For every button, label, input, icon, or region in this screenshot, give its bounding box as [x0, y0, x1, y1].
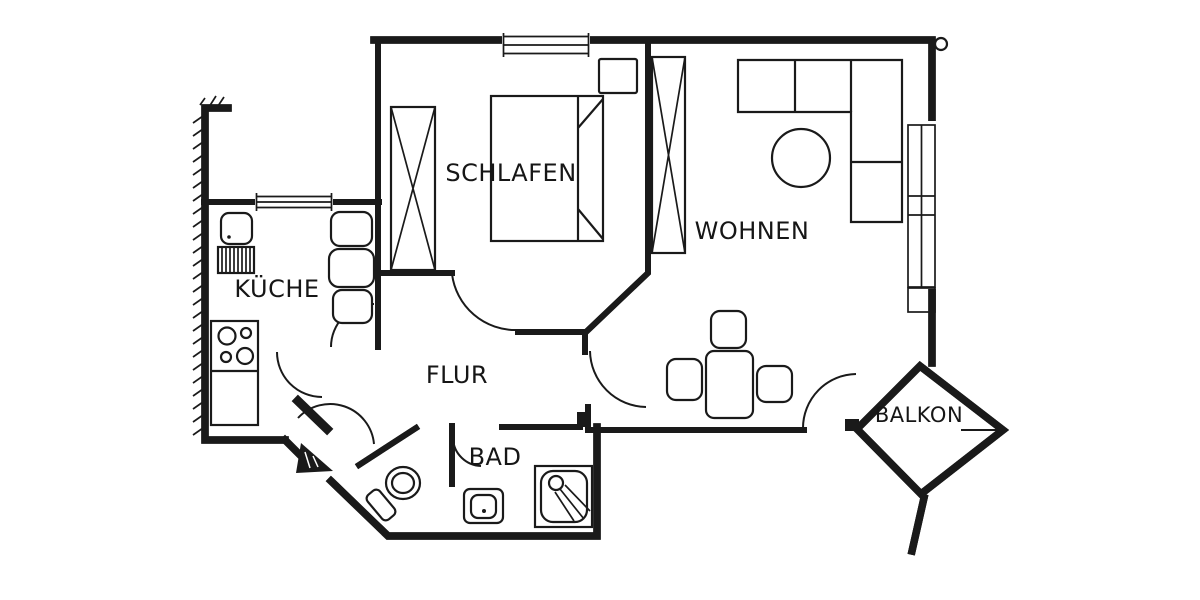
bed-pillow-folds — [576, 96, 604, 241]
burner-icon — [239, 326, 253, 340]
room-label-kueche: KÜCHE — [234, 274, 319, 303]
washbasin-inner — [469, 493, 498, 520]
room-label-wohnen: WOHNEN — [695, 217, 810, 245]
kitchen-door-arc — [276, 351, 323, 398]
bedroom-window-icon — [502, 33, 590, 57]
wall-cavity — [285, 440, 299, 454]
entrance-door-arc — [297, 403, 375, 445]
wall-hatched-stub — [291, 394, 334, 436]
toilet-icon — [384, 465, 422, 501]
living-room-furniture — [650, 55, 904, 420]
wardrobe-x-lines — [390, 106, 436, 271]
exterior-hatch-ticks — [192, 95, 225, 436]
entrance-triangle-hatch — [304, 451, 319, 469]
bathroom-door-arc — [452, 438, 482, 467]
nightstand-icon — [597, 57, 639, 95]
jamb-block-bath — [577, 412, 590, 427]
right-window-mullions — [908, 125, 935, 287]
wardrobe-x-lines — [651, 56, 686, 254]
dining-table-icon — [704, 349, 755, 420]
burner-icon — [217, 326, 237, 346]
jamb-block-balcony — [845, 419, 859, 431]
kitchen-window-icon — [255, 193, 333, 211]
kitchen-seat-icon — [329, 210, 374, 248]
wall-cavity — [912, 498, 924, 551]
corner-post-icon — [933, 36, 949, 52]
room-label-balkon: BALKON — [875, 403, 963, 427]
windows — [255, 32, 941, 313]
room-labels: SCHLAFEN WOHNEN KÜCHE FLUR BAD BALKON — [234, 159, 963, 471]
kitchen-drainer-icon — [216, 245, 256, 275]
wall-cavity — [518, 332, 585, 352]
entrance-marker — [296, 443, 333, 473]
shower-head — [547, 474, 565, 492]
right-wall-pier — [907, 287, 936, 313]
toilet-cistern — [365, 488, 397, 522]
balcony-details — [933, 36, 1000, 431]
living-room-door-arc — [589, 350, 647, 408]
drainer-hatch-lines — [221, 248, 251, 272]
chair-icon — [665, 357, 704, 402]
cistern-icon — [365, 488, 397, 522]
room-label-schlafen: SCHLAFEN — [445, 159, 576, 187]
room-label-bad: BAD — [469, 443, 522, 471]
shower-spray-lines — [554, 484, 591, 522]
wall-cavity — [359, 428, 416, 465]
washbasin-drain-dot — [482, 509, 486, 513]
chair-icon — [755, 364, 794, 404]
corner-sofa-icon — [736, 58, 904, 224]
sofa-cushion-lines — [793, 60, 902, 164]
balcony-door-arc — [802, 373, 857, 429]
chair-icon — [709, 309, 748, 350]
burner-icon — [235, 346, 255, 366]
bedroom-furniture — [389, 57, 639, 272]
round-table-icon — [770, 127, 832, 189]
kitchen-seat-icon — [327, 247, 376, 289]
kitchen-furniture — [209, 210, 376, 427]
shower-tray — [539, 469, 589, 524]
toilet-bowl-inner — [390, 471, 416, 495]
sink-drain-dot — [227, 235, 231, 239]
burner-icon — [219, 350, 233, 364]
room-label-flur: FLUR — [426, 361, 488, 389]
bedroom-door-arc — [451, 273, 518, 332]
kitchen-seat-icon — [331, 288, 374, 325]
kitchen-sink-icon — [219, 211, 254, 246]
bathroom-fixtures — [365, 464, 594, 529]
